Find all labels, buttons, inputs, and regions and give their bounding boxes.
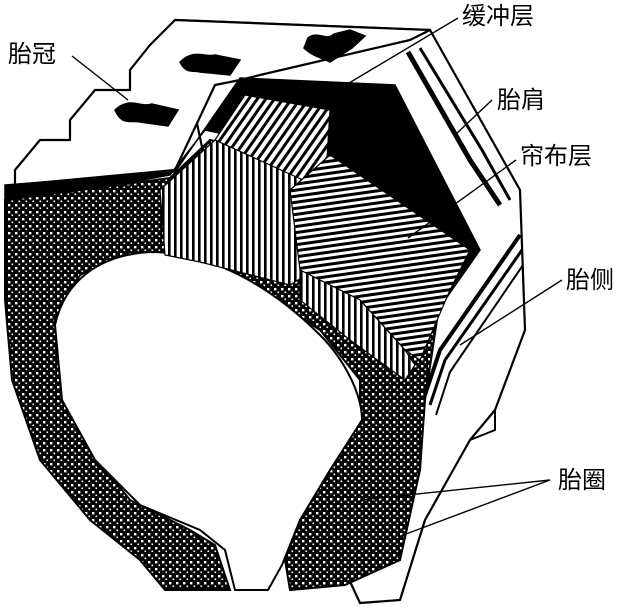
sidewall-stripe-1	[423, 233, 522, 396]
leader-breaker	[333, 17, 459, 93]
tire-cavity	[53, 250, 364, 591]
sidewall-stripe-3	[435, 264, 524, 416]
bead-face-line	[469, 410, 496, 441]
crown-tread-blocks	[13, 18, 432, 187]
shoulder-stripe-2	[418, 47, 512, 201]
label-ply: 帘布层	[520, 142, 592, 170]
cord-ply-diagonal	[214, 94, 331, 191]
leader-shoulder	[454, 99, 493, 136]
label-crown: 胎冠	[8, 40, 56, 68]
label-sidewall: 胎侧	[566, 266, 614, 294]
cord-ply-lower	[299, 269, 416, 381]
shoulder-stripe-1	[405, 50, 503, 207]
leader-crown	[71, 55, 129, 101]
label-breaker: 缓冲层	[462, 2, 534, 30]
leader-bead-2	[397, 479, 551, 538]
crown-groove-1	[179, 53, 242, 76]
label-shoulder: 胎肩	[497, 86, 545, 114]
breaker-notch	[303, 29, 367, 63]
leader-bead-1	[359, 479, 551, 501]
crown-groove-2	[114, 102, 180, 127]
sidewall-stripe-2	[428, 249, 524, 406]
label-bead: 胎圈	[558, 466, 606, 494]
leader-sidewall	[459, 279, 563, 346]
leader-ply	[407, 159, 517, 239]
